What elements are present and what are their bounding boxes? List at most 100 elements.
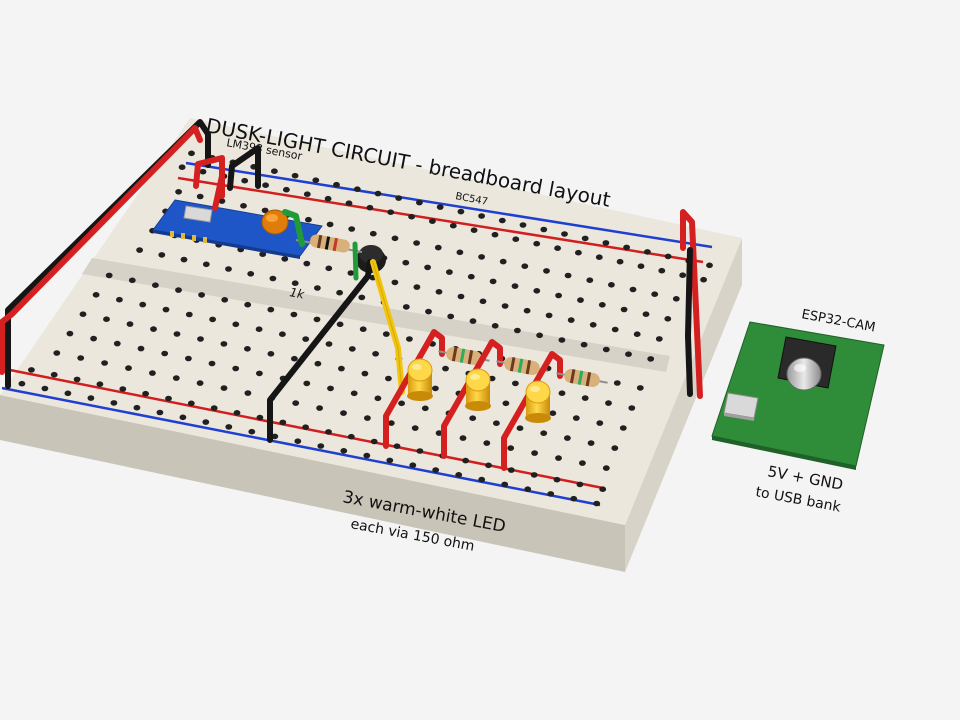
breadboard-hole	[175, 287, 182, 293]
breadboard-hole	[279, 331, 286, 338]
breadboard-hole	[644, 249, 651, 255]
breadboard-hole	[152, 282, 159, 289]
breadboard-hole	[385, 375, 392, 382]
breadboard-hole	[269, 275, 277, 282]
sensor-pcb-edge	[153, 230, 300, 259]
breadboard-hole	[125, 365, 132, 371]
breadboard-hole	[92, 292, 100, 298]
breadboard-hole	[374, 395, 382, 402]
breadboard-hole	[581, 395, 589, 401]
breadboard-hole	[110, 400, 118, 406]
breadboard-hole	[64, 390, 72, 397]
breadboard-hole	[553, 476, 561, 483]
breadboard-hole	[664, 253, 672, 260]
breadboard-hole	[489, 278, 497, 285]
breadboard-hole	[469, 415, 477, 422]
breadboard-hole	[292, 400, 300, 406]
breadboard-hole	[502, 400, 510, 407]
led-resistor	[496, 356, 548, 376]
breadboard-hole	[629, 286, 637, 293]
breadboard-hole	[244, 301, 252, 308]
esp-label: ESP32-CAM	[800, 307, 876, 335]
breadboard-hole	[244, 390, 252, 396]
breadboard-hole	[595, 254, 603, 260]
breadboard-hole	[271, 433, 279, 440]
breadboard-hole	[202, 261, 210, 268]
breadboard-hole	[455, 472, 463, 478]
breadboard-hole	[247, 271, 255, 277]
breadboard-hole	[271, 168, 278, 174]
breadboard-hole	[185, 311, 193, 318]
breadboard-hole	[457, 293, 465, 300]
breadboard-hole	[467, 273, 475, 280]
breadboard-hole	[66, 330, 74, 337]
breadboard-hole	[336, 321, 344, 328]
breadboard-hole	[363, 452, 371, 459]
breadboard-hole	[572, 415, 580, 421]
breadboard-hole	[483, 440, 491, 446]
breadboard-hole	[241, 177, 249, 184]
breadboard-hole	[209, 316, 217, 323]
breadboard-hole	[172, 375, 180, 381]
breadboard-hole	[501, 481, 509, 488]
breadboard-hole	[345, 200, 353, 206]
breadboard-hole	[567, 317, 575, 323]
breadboard-hole	[457, 208, 465, 215]
breadboard-hole	[325, 265, 333, 272]
breadboard-hole	[616, 258, 624, 265]
breadboard-hole	[521, 263, 529, 270]
breadboard-hole	[664, 316, 672, 322]
breadboard-hole	[179, 414, 187, 421]
breadboard-hole	[53, 350, 61, 356]
breadboard-hole	[589, 322, 597, 328]
breadboard-hole	[625, 351, 632, 358]
breadboard-hole	[126, 321, 134, 327]
breadboard-hole	[175, 189, 183, 195]
breadboard-hole	[374, 190, 382, 197]
breadboard-hole	[255, 326, 263, 333]
breadboard-hole	[220, 341, 228, 347]
breadboard-hole	[305, 216, 312, 223]
breadboard-hole	[393, 443, 401, 450]
breadboard-hole	[421, 405, 429, 412]
red-wire-sensor-to-board	[212, 173, 225, 211]
breadboard-hole	[391, 235, 399, 242]
breadboard-hole	[558, 390, 566, 397]
breadboard-hole	[581, 235, 589, 242]
breadboard-hole	[570, 495, 578, 502]
breadboard-hole	[291, 355, 298, 362]
breadboard-hole	[540, 226, 548, 233]
breadboard-hole	[187, 400, 195, 407]
breadboard-hole	[436, 204, 444, 210]
breadboard-hole	[156, 409, 164, 416]
breadboard-hole	[435, 430, 443, 436]
breadboard-hole	[256, 370, 263, 377]
breadboard-hole	[491, 231, 499, 238]
breadboard-hole	[161, 350, 169, 357]
breadboard-hole	[133, 404, 141, 411]
breadboard-hole	[90, 335, 97, 342]
breadboard-hole	[564, 272, 572, 279]
breadboard-hole	[429, 218, 436, 224]
breadboard-hole	[244, 346, 251, 352]
breadboard-hole	[636, 385, 644, 391]
breadboard-hole	[317, 443, 325, 449]
breadboard-hole	[540, 430, 548, 437]
breadboard-hole	[470, 227, 478, 233]
breadboard-hole	[398, 400, 405, 407]
breadboard-hole	[672, 296, 680, 302]
breadboard-hole	[387, 209, 395, 215]
led-group	[383, 329, 608, 471]
breadboard-hole	[382, 331, 390, 337]
breadboard-hole	[519, 222, 527, 228]
base-resistor-label: 1k	[288, 285, 306, 302]
breadboard-hole	[232, 365, 240, 372]
led-assembly	[383, 329, 490, 449]
breadboard-hole	[348, 226, 356, 232]
breadboard-hole	[408, 213, 415, 220]
breadboard-hole	[370, 438, 378, 445]
breadboard-hole	[598, 302, 606, 308]
breadboard-hole	[291, 280, 299, 287]
breadboard-hole	[554, 245, 561, 251]
breadboard-hole	[353, 186, 361, 192]
